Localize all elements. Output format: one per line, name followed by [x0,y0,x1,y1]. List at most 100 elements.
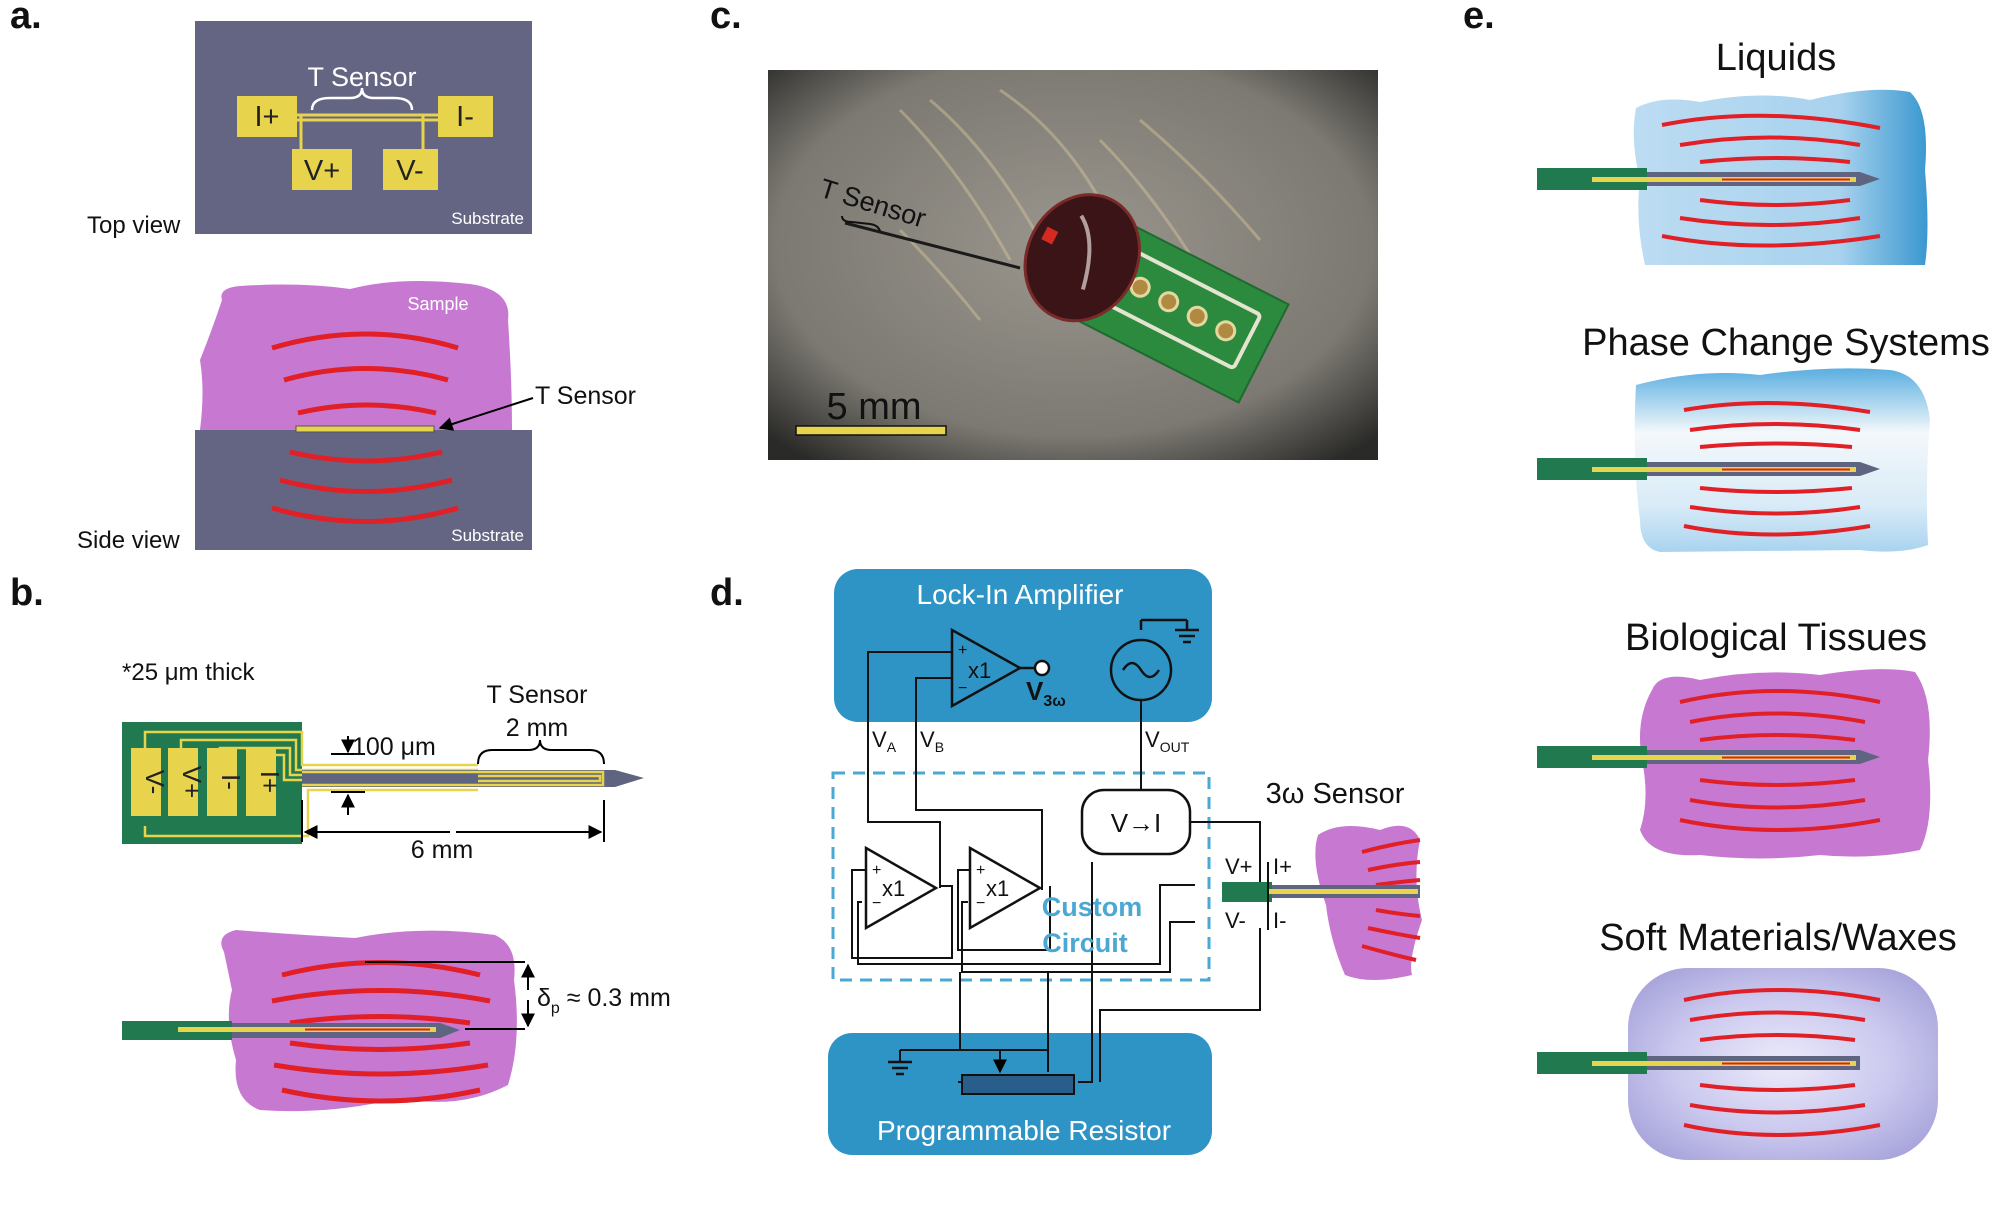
photo-sensor-brace [841,215,881,232]
custom-circuit-label-1: Custom [1042,892,1143,922]
t-sensor-arrow-label: T Sensor [535,382,636,410]
pad-i-minus [438,96,493,137]
panel-label-d: d. [710,572,744,614]
sensor-length-label: 2 mm [506,714,569,742]
bio-label: Biological Tissues [1625,617,1927,659]
probe-pad-label: I- [216,774,246,790]
probe-shank-traces [302,770,605,787]
vb-label: VB [920,727,944,755]
substrate-side-label: Substrate [451,526,524,545]
photo-probe-board [1023,193,1290,404]
circuit-wires [851,651,1261,1083]
pad-v-plus-label: V+ [304,155,340,187]
i-minus-label: I- [1273,908,1286,933]
phase-change-container [1634,368,1930,552]
buffer-b-gain-label: x1 [986,876,1009,901]
plus-sign: + [958,642,967,659]
panel-label-c: c. [710,0,742,37]
custom-circuit-box [831,771,1211,982]
heat-waves-phase [1683,401,1871,537]
panel-label-a: a. [10,0,42,37]
vout-label: VOUT [1145,727,1190,755]
v3w-label: V3ω [1026,676,1066,710]
programmable-resistor-label: Programmable Resistor [877,1115,1171,1146]
probe-pads: V- V+ I- I+ [131,748,285,816]
t-sensor-brace [310,87,414,111]
v-minus-label: V- [1225,908,1246,933]
probe-pcb-d [1222,882,1272,902]
lock-in-amplifier-label: Lock-In Amplifier [917,579,1124,610]
plus-sign: + [872,862,881,879]
panel-label-e: e. [1463,0,1495,37]
probe-shank [302,770,644,787]
sensor-3w-label: 3ω Sensor [1266,778,1405,810]
panel-c: T Sensor 5 mm [768,70,1378,460]
photo-probe-wire [844,221,1021,270]
buffer-gain-label: x1 [968,658,991,683]
sample-blob [200,280,512,430]
thickness-label: *25 μm thick [122,659,256,686]
ground-symbols [888,618,1199,1076]
width-label: 100 μm [352,733,436,761]
sample-label: Sample [407,294,468,314]
heat-waves-bio [1679,689,1881,832]
scale-bar [795,425,947,436]
buffer-a-gain-label: x1 [882,876,905,901]
lock-in-buffer-icon [950,627,1023,709]
i-plus-label: I+ [1273,854,1292,879]
substrate-top-label: Substrate [451,209,524,228]
scale-bar-label: 5 mm [827,386,922,428]
va-label: VA [872,727,897,755]
buffer-a-icon [864,845,939,931]
minus-sign: − [976,895,985,912]
probe-trace-d [1268,889,1418,894]
probe-pcb-b [122,1021,232,1040]
pad-i-plus-label: I+ [255,101,280,133]
minus-sign: − [958,680,967,697]
liquids-label: Liquids [1716,37,1836,79]
photo-texture [898,88,1262,321]
penetration-label: δp ≈ 0.3 mm [537,984,671,1017]
side-view-label: Side view [77,527,180,554]
heat-waves-side [271,331,459,524]
minus-sign: − [872,895,881,912]
resistor-icon [961,1074,1075,1095]
probe-pad-label: V+ [177,766,207,799]
probe-length-label: 6 mm [411,836,474,864]
panel-label-b: b. [10,572,44,614]
t-sensor-arrow [438,397,534,431]
output-node-icon [1033,659,1051,677]
custom-circuit-label-2: Circuit [1042,928,1128,958]
sensor-traces [296,113,438,153]
panel-e: Liquids Phase Change Systems [1537,37,1990,1160]
buffer-b-icon [968,845,1043,931]
v-to-i-converter [1080,788,1192,856]
sine-wave-icon [1121,661,1161,679]
sensor-length-brace [477,739,605,765]
pad-i-minus-label: I- [456,101,474,133]
heat-waves-soft [1683,988,1881,1137]
sample-blob-b [221,930,517,1112]
panel-d: Lock-In Amplifier Programmable Resistor [828,569,1422,1155]
v-to-i-label: V→I [1111,808,1162,838]
v-plus-label: V+ [1225,854,1253,879]
pad-i-plus [237,96,297,137]
plus-sign: + [976,862,985,879]
panel-a: T Sensor I+ I- V+ V- Substrate Top view … [77,21,636,554]
panel-b: *25 μm thick V- V+ I- I+ T Sensor 2 [122,659,671,1112]
sensor-side [295,425,435,433]
pad-v-plus [292,149,352,190]
lock-in-amplifier-box [834,569,1212,722]
top-view-label: Top view [87,212,181,239]
t-sensor-label: T Sensor [487,681,588,709]
probe-pad-label: I+ [255,771,285,793]
t-sensor-label: T Sensor [307,62,416,92]
pad-v-minus [383,149,438,190]
ac-source-icon [1109,638,1173,702]
probe-pad-label: V- [140,770,170,795]
heat-waves-liquids [1661,113,1881,248]
heat-waves-d [1361,838,1421,962]
soft-label: Soft Materials/Waxes [1599,917,1957,959]
pad-v-minus-label: V- [396,155,423,187]
